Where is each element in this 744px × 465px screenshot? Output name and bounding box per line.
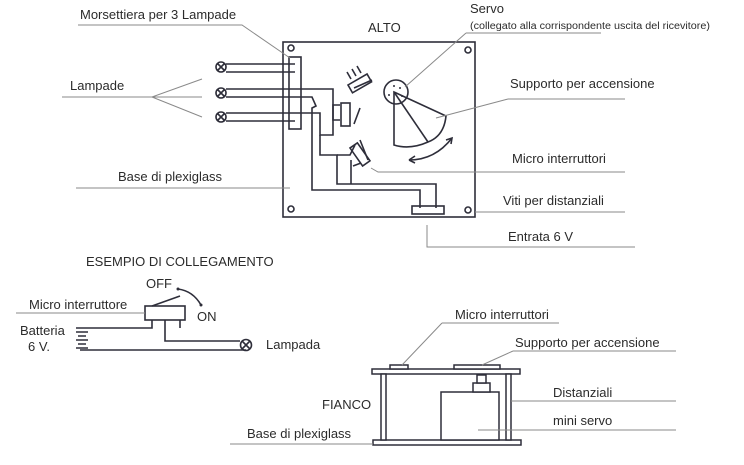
mount-hole-icon	[287, 44, 295, 52]
wiring-example: ESEMPIO DI COLLEGAMENTO OFF ON Micro int…	[16, 254, 321, 354]
label-micro-switch: Micro interruttore	[29, 297, 127, 312]
rotation-arrow-icon	[408, 137, 453, 161]
terminal-block	[288, 56, 302, 130]
micro-switch-side	[389, 364, 409, 370]
lamp-icon	[215, 111, 227, 123]
label-mini-servo: mini servo	[553, 413, 612, 428]
ignition-support-side	[453, 364, 501, 370]
label-battery-line2: 6 V.	[28, 339, 50, 354]
label-ignition-support: Supporto per accensione	[510, 76, 655, 91]
servo-horn-base	[472, 382, 491, 393]
mount-hole-icon	[464, 46, 472, 54]
label-spacers: Distanziali	[553, 385, 612, 400]
mount-hole-icon	[287, 205, 295, 213]
lamp-icon	[239, 338, 253, 352]
mount-hole-icon	[464, 206, 472, 214]
micro-switch-icon	[348, 139, 372, 168]
lamp-icon	[215, 87, 227, 99]
spacer	[505, 373, 512, 441]
label-terminal-block: Morsettiera per 3 Lampade	[80, 7, 236, 22]
label-battery-line1: Batteria	[20, 323, 66, 338]
battery-icon	[76, 331, 88, 349]
mini-servo-body	[440, 391, 500, 441]
label-on: ON	[197, 309, 217, 324]
micro-switch-body	[144, 305, 186, 321]
label-lamp: Lampada	[266, 337, 321, 352]
lamp-icon	[215, 61, 227, 73]
label-side-ignition-support: Supporto per accensione	[515, 335, 660, 350]
label-plexiglass-base: Base di plexiglass	[118, 169, 223, 184]
label-lamps: Lampade	[70, 78, 124, 93]
switch-action-arrow-icon	[177, 288, 202, 306]
micro-switch-icon	[340, 102, 361, 127]
label-spacer-screws: Viti per distanziali	[503, 193, 604, 208]
plexiglass-base-plate	[282, 41, 476, 218]
input-connector	[411, 205, 445, 215]
servo-icon	[383, 79, 409, 105]
top-view-title: ALTO	[368, 20, 401, 35]
spacer	[380, 373, 387, 441]
side-view: FIANCO Micro interruttori Supporto per a…	[230, 307, 676, 446]
side-view-title: FIANCO	[322, 397, 371, 412]
label-side-plexiglass-base: Base di plexiglass	[247, 426, 352, 441]
servo-shaft	[476, 374, 487, 384]
label-input: Entrata 6 V	[508, 229, 573, 244]
top-view: ALTO	[62, 1, 710, 248]
ignition-support-shape	[393, 90, 447, 148]
micro-switch-icon	[346, 65, 373, 94]
label-servo-note: (collegato alla corrispondente uscita de…	[470, 21, 710, 32]
top-plate	[371, 368, 521, 375]
label-micro-switches: Micro interruttori	[512, 151, 606, 166]
wiring-example-title: ESEMPIO DI COLLEGAMENTO	[86, 254, 274, 269]
label-servo: Servo	[470, 1, 504, 16]
label-off: OFF	[146, 276, 172, 291]
label-side-micro-switches: Micro interruttori	[455, 307, 549, 322]
